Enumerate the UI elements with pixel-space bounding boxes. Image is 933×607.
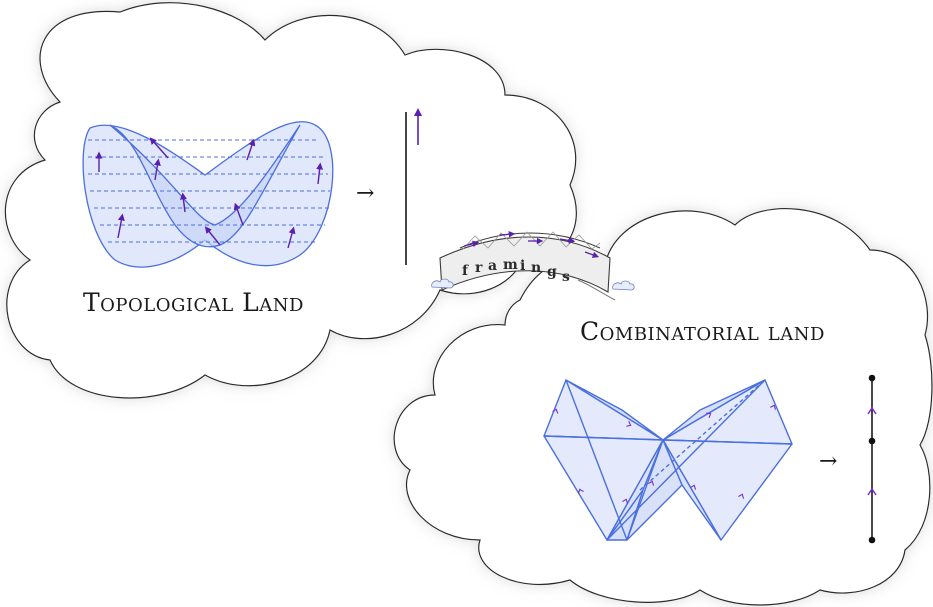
bridge-deck	[439, 236, 611, 293]
bridge-letter: m	[503, 257, 518, 273]
surface-edge	[606, 379, 766, 541]
combinatorial-cloud-outline	[393, 208, 933, 606]
triangle-face	[606, 489, 644, 541]
combinatorial-land-title: Combinatorial land	[580, 317, 825, 346]
surface-dashed-levels	[88, 139, 330, 243]
bridge-truss-members	[461, 231, 601, 251]
framing-vector	[233, 202, 244, 226]
target-vertex	[868, 374, 876, 382]
topological-map-arrow: →	[356, 181, 374, 206]
surface-front-fold	[109, 124, 301, 248]
orientation-chevron	[867, 487, 877, 496]
framing-vector	[179, 192, 187, 213]
bridge-letter: a	[488, 258, 497, 274]
framing-vector	[287, 226, 296, 249]
bridge-letter: i	[520, 258, 525, 274]
triangulated-surface	[543, 379, 793, 541]
framing-vector	[153, 158, 161, 181]
topological-land-title: Topological Land	[83, 288, 304, 317]
framing-vector	[149, 137, 169, 159]
framing-vector	[246, 138, 256, 161]
bridge-letter: g	[547, 264, 557, 280]
bridge-letter: f	[462, 263, 469, 279]
framings-bridge: f r a m i n g s	[431, 231, 635, 301]
bridge-letter: s	[562, 269, 570, 285]
framing-vector	[117, 213, 125, 239]
bridge-framing-vectors	[463, 231, 600, 258]
combinatorial-target-graph	[867, 374, 877, 544]
surface-edge	[543, 435, 793, 445]
surface-edge	[565, 379, 628, 541]
topological-surface	[82, 121, 334, 268]
target-vertex	[868, 536, 876, 544]
bridge-letter: r	[475, 260, 483, 276]
triangle-face	[662, 379, 766, 441]
orientation-chevron	[867, 406, 877, 415]
bridge-letter: n	[531, 260, 541, 276]
bridge-label: f r a m i n g s	[462, 257, 570, 285]
target-vertex	[868, 437, 876, 445]
framing-vectors	[95, 137, 324, 249]
topological-land-cloud: → Topological Land	[4, 2, 577, 399]
small-cloud-icon	[612, 280, 635, 291]
combinatorial-map-arrow: →	[819, 449, 837, 474]
framing-vector	[316, 162, 324, 185]
triangle-face	[565, 379, 664, 441]
framing-vector	[204, 226, 221, 246]
combinatorial-land-cloud: Combinatorial land	[393, 208, 933, 606]
small-cloud-icon	[431, 278, 454, 289]
bridge-rail	[577, 279, 616, 301]
